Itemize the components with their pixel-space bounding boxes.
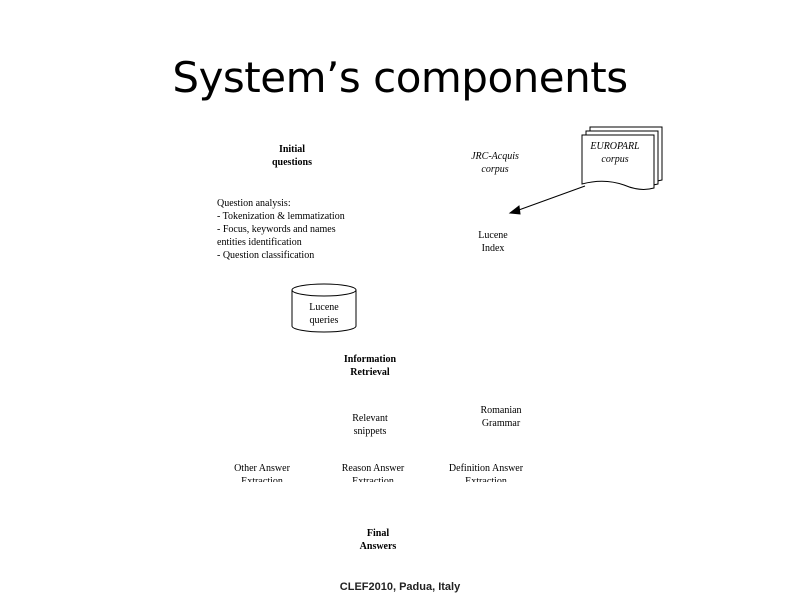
europarl-document-stack-icon — [581, 126, 663, 190]
question-analysis-text: Question analysis: - Tokenization & lemm… — [217, 198, 345, 261]
reason-answer-extraction-label: Reason Answer Extraction — [341, 463, 405, 482]
information-retrieval-label: Information Retrieval — [343, 354, 397, 378]
romanian-grammar-label: Romanian Grammar — [480, 405, 522, 429]
slide-footer: CLEF2010, Padua, Italy — [339, 581, 461, 593]
lucene-queries-label: Lucene queries — [309, 302, 339, 326]
jrc-acquis-corpus-label: JRC-Acquis corpus — [471, 151, 519, 175]
relevant-snippets-label: Relevant snippets — [352, 413, 388, 437]
europarl-to-lucene-arrow — [508, 185, 586, 215]
lucene-index-label: Lucene Index — [478, 230, 508, 254]
other-answer-extraction-label: Other Answer Extraction — [234, 463, 290, 482]
initial-questions-label: Initial questions — [271, 144, 312, 168]
lucene-queries-cylinder-icon — [291, 283, 357, 333]
definition-answer-extraction-label: Definition Answer Extraction — [448, 463, 524, 482]
final-answers-label: Final Answers — [359, 528, 397, 552]
europarl-corpus-label: EUROPARL corpus — [590, 141, 640, 165]
slide-title: System’s components — [172, 53, 628, 102]
